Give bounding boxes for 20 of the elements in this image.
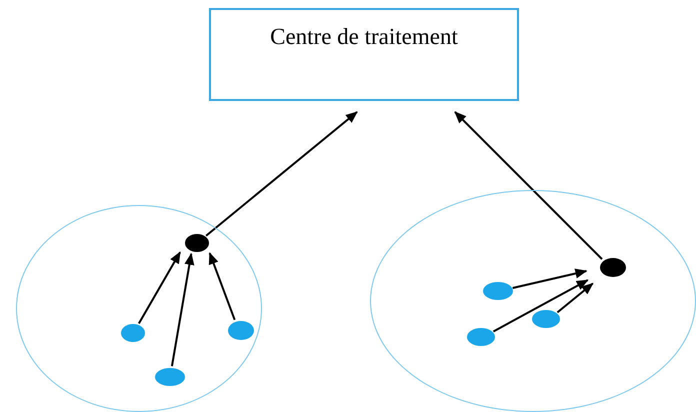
node-dot [600, 258, 626, 277]
node-dot [467, 328, 495, 346]
node-dot [185, 234, 209, 252]
node-dot [155, 368, 185, 386]
box-label: Centre de traitement [270, 24, 458, 50]
cluster-circle [16, 205, 262, 412]
arrow [138, 251, 181, 324]
cluster-circle [370, 190, 696, 412]
arrow [454, 111, 603, 260]
arrow [512, 268, 588, 289]
arrow [492, 279, 589, 332]
node-dot [121, 324, 145, 342]
arrow [170, 252, 194, 366]
node-dot [228, 321, 254, 340]
node-dot [532, 310, 560, 328]
node-dot [483, 282, 513, 300]
arrow [205, 111, 358, 236]
arrow [556, 282, 594, 314]
arrow [208, 252, 236, 320]
processing-box [209, 8, 519, 101]
